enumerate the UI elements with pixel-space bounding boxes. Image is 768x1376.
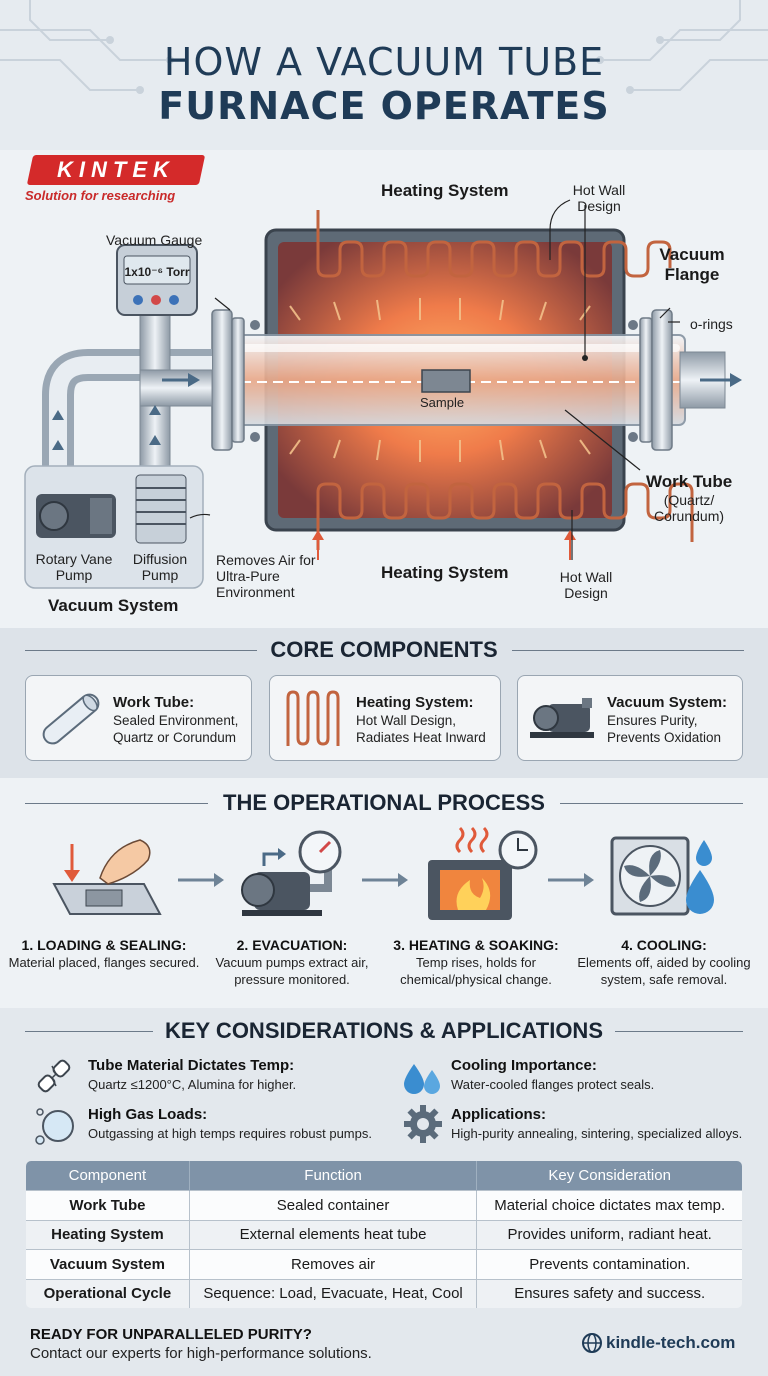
step-text: Material placed, flanges secured. xyxy=(8,955,200,970)
table-header: Component xyxy=(26,1161,190,1191)
core-card-work-tube: Work Tube: Sealed Environment, Quartz or… xyxy=(25,675,252,761)
coil-icon xyxy=(286,690,340,746)
gear-icon xyxy=(404,1105,442,1143)
tube-icon xyxy=(42,693,100,745)
broken-tube-icon xyxy=(37,1059,71,1093)
consideration-title: Tube Material Dictates Temp: xyxy=(88,1057,295,1074)
step-text: Temp rises, holds for chemical/physical … xyxy=(400,955,552,987)
consideration-text: Quartz ≤1200°C, Alumina for higher. xyxy=(88,1077,297,1092)
table-cell: Heating System xyxy=(26,1219,190,1250)
vacuum-system-label: Vacuum System xyxy=(48,596,179,615)
considerations-title: KEY CONSIDERATIONS & APPLICATIONS xyxy=(164,1018,603,1043)
heating-system-label-bottom: Heating System xyxy=(381,563,509,582)
table-cell: Vacuum System xyxy=(26,1249,190,1279)
step-text: Elements off, aided by cooling system, s… xyxy=(577,955,751,987)
table-row: Operational Cycle Sequence: Load, Evacua… xyxy=(26,1278,742,1308)
consideration-title: High Gas Loads: xyxy=(88,1106,208,1123)
table-header-row: Component Function Key Consideration xyxy=(26,1161,742,1191)
rotary-pump-drawing xyxy=(36,494,116,538)
loading-icon xyxy=(52,839,162,915)
heating-icon xyxy=(428,826,538,920)
step-title: 4. COOLING: xyxy=(621,937,707,953)
divider xyxy=(25,1031,153,1032)
table-header: Function xyxy=(189,1161,478,1191)
table-cell: Prevents contamination. xyxy=(476,1249,742,1279)
step-text: Vacuum pumps extract air, pressure monit… xyxy=(215,955,369,987)
divider xyxy=(615,1031,743,1032)
vacuum-gauge-label: Vacuum Gauge xyxy=(106,232,203,248)
card-text: Ensures Purity, Prevents Oxidation xyxy=(607,713,722,745)
consideration-text: Outgassing at high temps requires robust… xyxy=(88,1126,372,1141)
consideration-title: Applications: xyxy=(451,1106,547,1123)
table-cell: Ensures safety and success. xyxy=(476,1278,742,1308)
page-title-line1: HOW A VACUUM TUBE xyxy=(163,40,605,84)
table-row: Work Tube Sealed container Material choi… xyxy=(26,1190,742,1220)
footer-text: Contact our experts for high-performance… xyxy=(30,1345,372,1362)
step-title: 2. EVACUATION: xyxy=(236,937,348,953)
diffusion-pump-label: Diffusion Pump xyxy=(132,551,188,584)
hot-wall-label-bottom: Hot Wall Design xyxy=(559,569,613,602)
table-cell: Removes air xyxy=(189,1249,478,1279)
hot-wall-label-top: Hot Wall Design xyxy=(572,182,626,215)
work-tube-material-label: (Quartz/ Corundum) xyxy=(654,492,725,525)
cooling-icon xyxy=(610,836,714,916)
core-card-heating-system: Heating System: Hot Wall Design, Radiate… xyxy=(269,675,501,761)
o-rings-label: o-rings xyxy=(690,316,733,332)
globe-icon xyxy=(582,1333,602,1353)
gauge-reading: 1x10⁻⁶ Torr xyxy=(124,265,190,279)
water-drops-icon xyxy=(404,1064,440,1094)
arrow-icon xyxy=(548,873,594,887)
table-row: Heating System External elements heat tu… xyxy=(26,1219,742,1250)
heating-system-label-top: Heating System xyxy=(381,181,509,200)
card-title: Vacuum System: xyxy=(607,694,728,711)
table-cell: Sealed container xyxy=(189,1190,478,1220)
consideration-text: Water-cooled flanges protect seals. xyxy=(451,1077,655,1092)
table-cell: Provides uniform, radiant heat. xyxy=(476,1219,742,1250)
rotary-pump-label: Rotary Vane Pump xyxy=(35,551,113,584)
furnace-illustration xyxy=(24,199,742,589)
pump-icon xyxy=(530,698,594,738)
card-title: Work Tube: xyxy=(113,694,195,711)
brand-name: KINTEK xyxy=(57,157,175,182)
consideration-title: Cooling Importance: xyxy=(451,1057,597,1074)
core-components-title: CORE COMPONENTS xyxy=(270,637,498,662)
footer-cta: READY FOR UNPARALLELED PURITY? xyxy=(30,1326,312,1343)
table-cell: External elements heat tube xyxy=(189,1219,478,1250)
card-text: Hot Wall Design, Radiates Heat Inward xyxy=(356,713,486,745)
table-cell: Sequence: Load, Evacuate, Heat, Cool xyxy=(189,1278,478,1308)
divider xyxy=(512,650,744,651)
step-title: 3. HEATING & SOAKING: xyxy=(393,937,559,953)
card-text: Sealed Environment, Quartz or Corundum xyxy=(113,713,239,745)
consideration-text: High-purity annealing, sintering, specia… xyxy=(451,1126,743,1141)
table-cell: Work Tube xyxy=(26,1190,190,1220)
diffusion-pump-drawing xyxy=(135,474,187,544)
core-card-vacuum-system: Vacuum System: Ensures Purity, Prevents … xyxy=(517,675,743,761)
brand-tagline: Solution for researching xyxy=(25,188,176,203)
bubbles-icon xyxy=(35,1108,74,1145)
step-title: 1. LOADING & SEALING: xyxy=(21,937,187,953)
arrow-icon xyxy=(178,873,224,887)
circuit-decoration xyxy=(0,0,768,94)
table-cell: Material choice dictates max temp. xyxy=(476,1190,742,1220)
card-title: Heating System: xyxy=(356,694,474,711)
arrow-icon xyxy=(362,873,408,887)
vacuum-flange-label: Vacuum Flange xyxy=(659,245,725,284)
page-title-line2: FURNACE OPERATES xyxy=(158,84,610,128)
process-title: THE OPERATIONAL PROCESS xyxy=(223,790,545,815)
table-header: Key Consideration xyxy=(476,1161,742,1191)
divider xyxy=(560,803,743,804)
divider xyxy=(25,650,257,651)
summary-table: Component Function Key Consideration Wor… xyxy=(25,1160,743,1309)
website-link[interactable]: kindle-tech.com xyxy=(606,1333,736,1352)
table-row: Vacuum System Removes air Prevents conta… xyxy=(26,1249,742,1279)
work-tube-label: Work Tube xyxy=(646,472,733,491)
removes-air-label: Removes Air for Ultra-Pure Environment xyxy=(216,552,316,601)
evacuation-icon xyxy=(241,830,342,916)
table-cell: Operational Cycle xyxy=(26,1278,190,1308)
divider xyxy=(25,803,208,804)
sample-label: Sample xyxy=(420,395,465,410)
